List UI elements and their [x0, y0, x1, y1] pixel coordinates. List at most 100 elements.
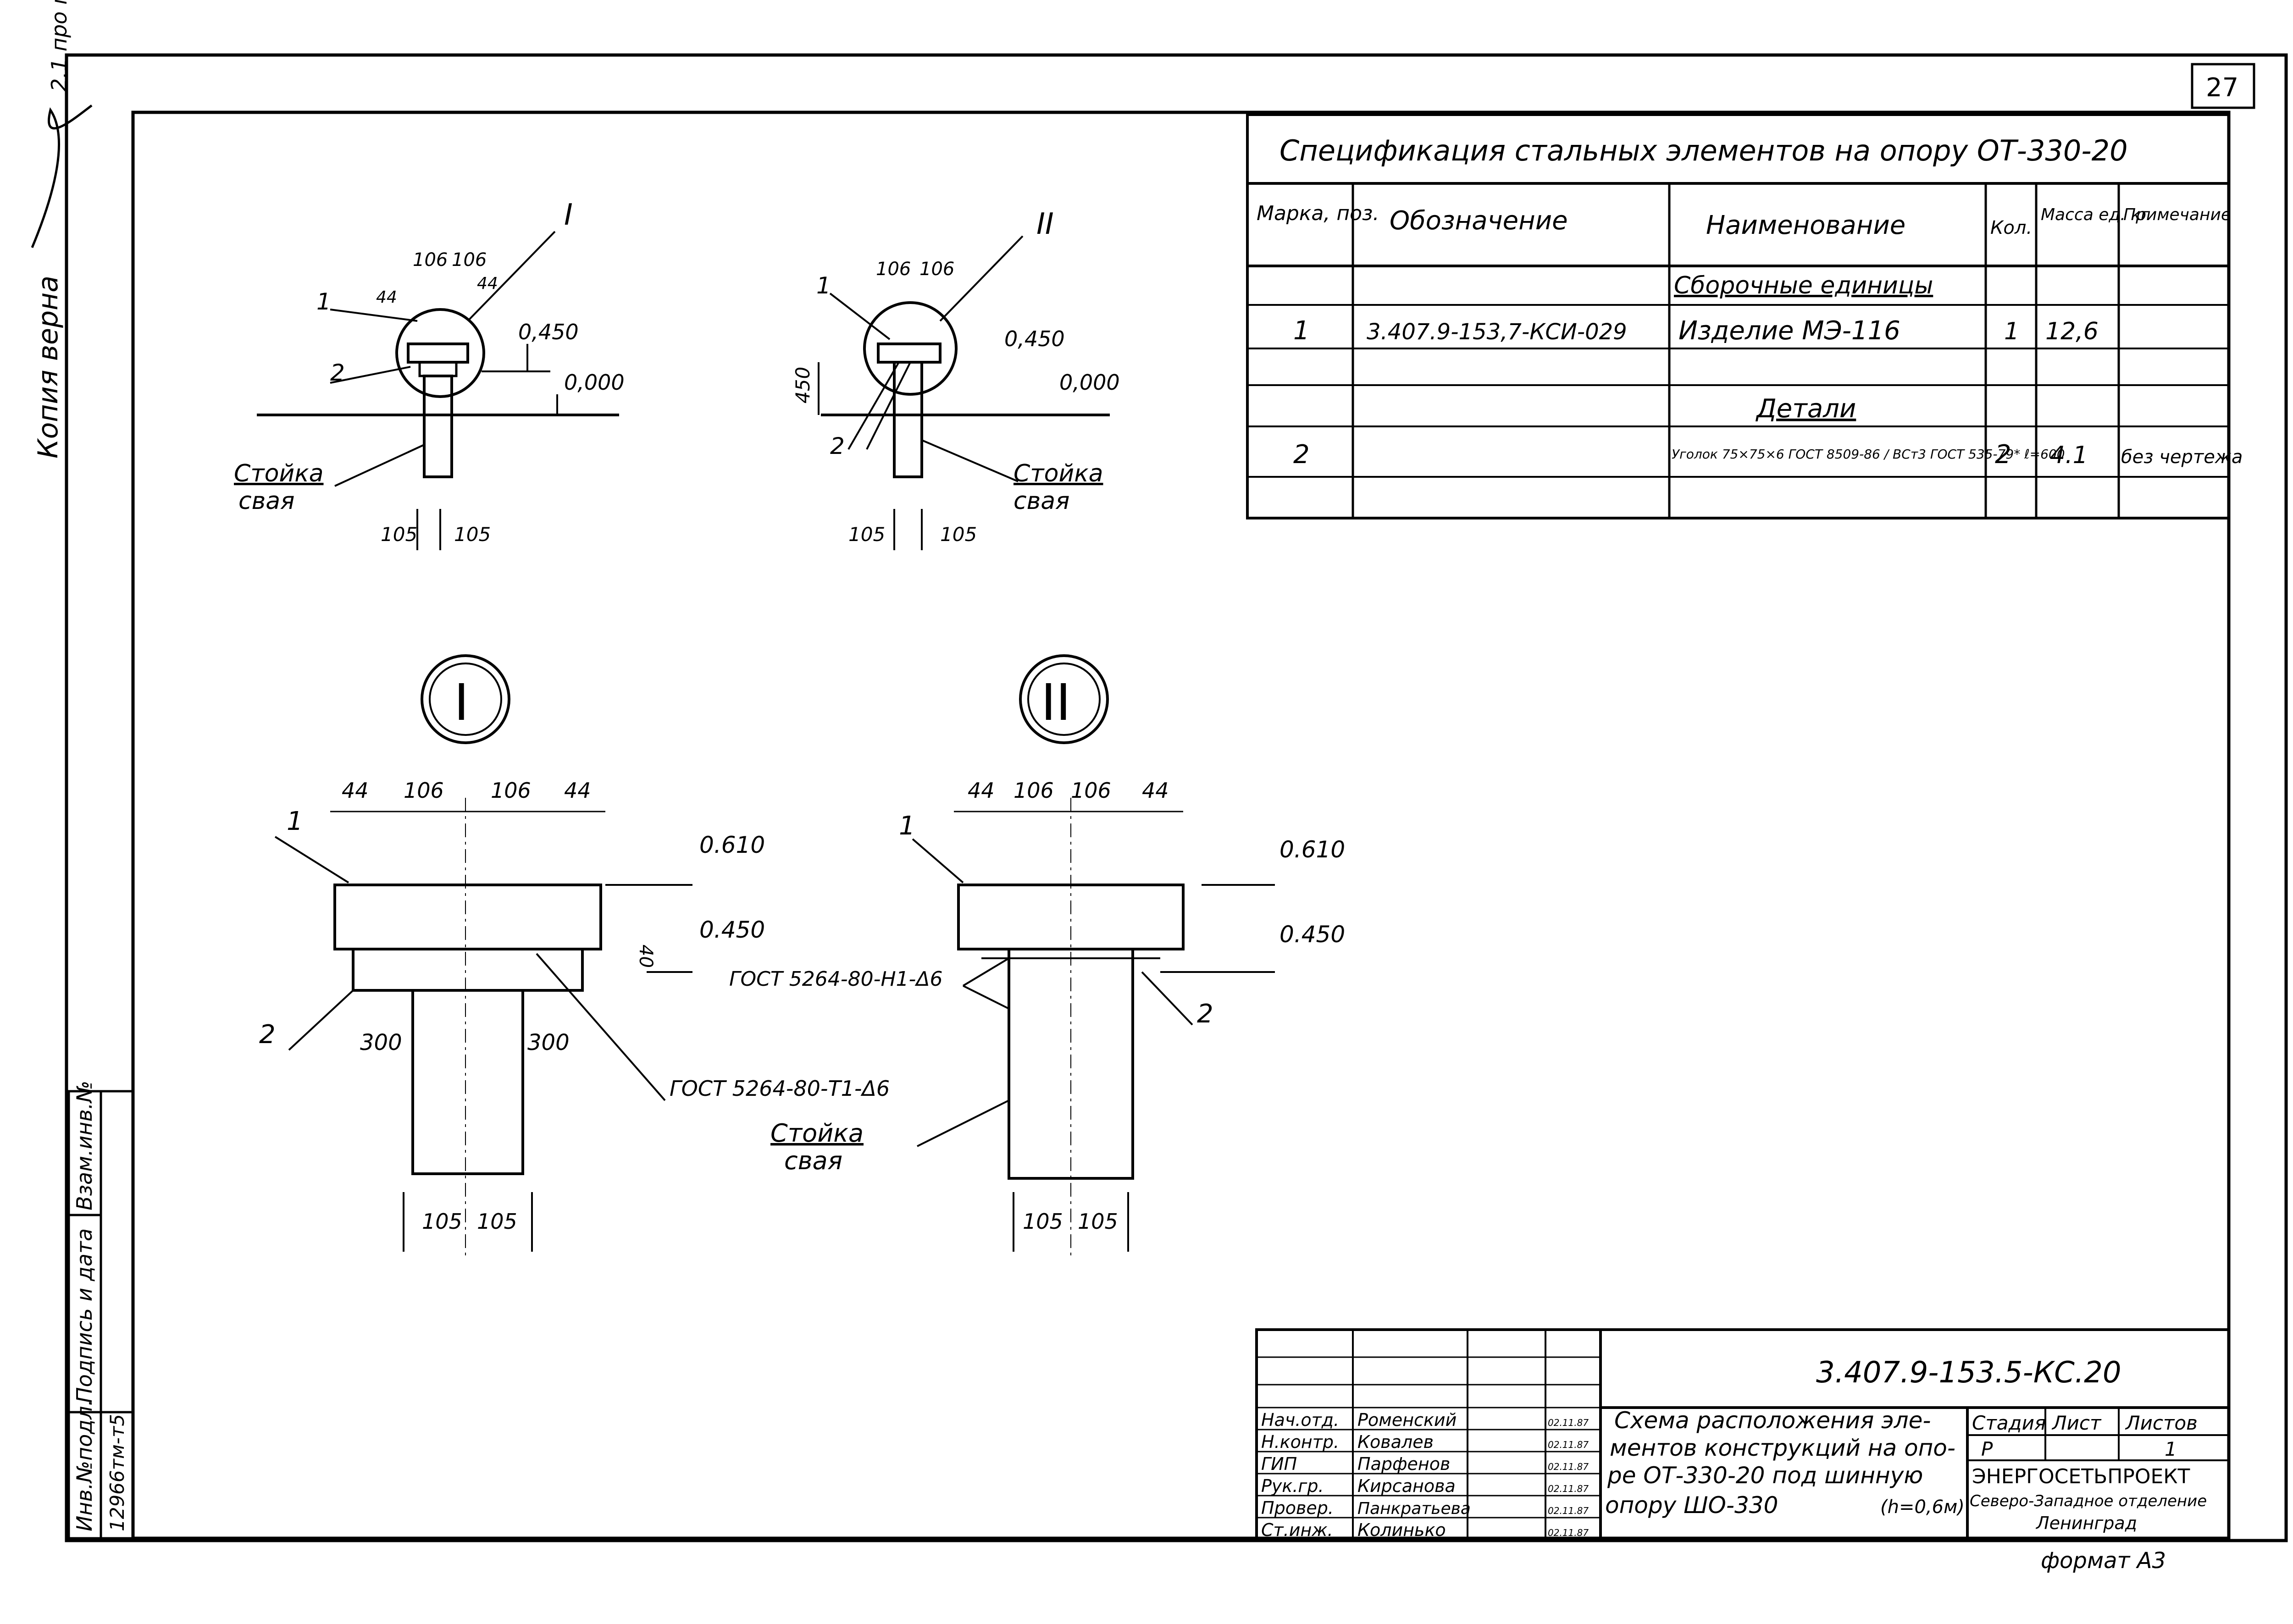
- title-desc-1: Схема расположения эле-: [1614, 1407, 1931, 1434]
- detail-I-level-1: 0.610: [699, 832, 765, 858]
- copy-note: Копия верна: [32, 276, 64, 458]
- title-desc-2: ментов конструкций на опо-: [1610, 1435, 1955, 1461]
- spec-row2-mass: 4.1: [2050, 442, 2088, 469]
- detail-II-dim-3: 106: [1071, 778, 1111, 803]
- signature-mark: [31, 105, 93, 248]
- title-code: 3.407.9-153.5-КС.20: [1816, 1356, 2121, 1390]
- spec-row1-name: Изделие МЭ-116: [1678, 316, 1900, 346]
- title-sheet-label: Лист: [2051, 1412, 2102, 1434]
- person-date-6: 02.11.87: [1548, 1527, 1589, 1538]
- detail-I-weld: ГОСТ 5264-80-Т1-Δ6: [670, 1076, 890, 1101]
- detail-II-marker: II: [1041, 673, 1071, 732]
- spec-row2-name: Уголок 75×75×6 ГОСТ 8509-86 / ВСт3 ГОСТ …: [1672, 447, 2065, 462]
- detail-II-label: Стойка: [770, 1119, 864, 1148]
- title-desc-4: опору ШО-330: [1605, 1492, 1778, 1519]
- detail-I-bottom-dim-2: 105: [477, 1209, 517, 1234]
- spec-row1-mass: 12,6: [2045, 318, 2099, 345]
- person-date-2: 02.11.87: [1548, 1439, 1589, 1450]
- spec-title: Спецификация стальных элементов на опору…: [1279, 134, 2128, 167]
- title-sheets: 1: [2165, 1438, 2177, 1460]
- small-right-callout-2: 2: [830, 433, 845, 459]
- small-right-bottom-dim-2: 105: [940, 523, 977, 546]
- small-right-side-dim: 450: [792, 367, 814, 403]
- small-right-callout-1: 1: [816, 272, 831, 299]
- detail-I-level-2: 0.450: [699, 917, 765, 943]
- title-block: 3.407.9-153.5-КС.20 Схема расположения э…: [1255, 1328, 2230, 1542]
- title-org-1: ЭНЕРГОСЕТЬПРОЕКТ: [1972, 1465, 2190, 1488]
- small-view-right: 450 0,450 0,000 II 106 106 1 2 Стойка св…: [792, 207, 1120, 550]
- person-role-2: Н.контр.: [1261, 1432, 1339, 1452]
- person-name-5: Панкратьева: [1357, 1499, 1471, 1518]
- detail-I-offset-1: 300: [360, 1030, 402, 1055]
- spec-header-name: Наименование: [1706, 210, 1905, 240]
- page-number: 27: [2206, 73, 2238, 103]
- small-right-dim-2: 106: [919, 259, 954, 280]
- spec-header-mass: Масса ед. кг: [2041, 205, 2150, 224]
- small-left-callout-1: 1: [316, 288, 331, 315]
- detail-I: I 44 106 106 44 0.610 0.450 40 1 2 300 3…: [259, 654, 890, 1256]
- spec-row1-mark: 1: [1293, 316, 1310, 346]
- detail-II-bottom-dim-2: 105: [1078, 1209, 1118, 1234]
- small-left-bottom-dim-1: 105: [381, 523, 417, 546]
- person-date-4: 02.11.87: [1548, 1483, 1589, 1494]
- small-left-label: Стойка: [234, 460, 323, 487]
- small-left-bottom-dim-2: 105: [454, 523, 491, 546]
- small-left-dim-1: 106: [413, 249, 448, 271]
- person-date-5: 02.11.87: [1548, 1505, 1589, 1516]
- detail-II-weld: ГОСТ 5264-80-Н1-Δ6: [729, 967, 943, 991]
- title-height-note: (h=0,6м): [1880, 1497, 1965, 1518]
- side-stamp: Инв.№подл. Подпись и дата Взам.инв.№ 129…: [67, 1081, 134, 1540]
- stamp-col1: Инв.№подл.: [72, 1399, 97, 1531]
- spec-header-qty: Кол.: [1990, 217, 2032, 238]
- small-right-level-ground: 0,000: [1059, 370, 1120, 395]
- title-org-2: Северо-Западное отделение: [1970, 1492, 2207, 1510]
- person-role-5: Провер.: [1261, 1498, 1334, 1518]
- title-sheets-label: Листов: [2125, 1412, 2198, 1434]
- title-org-3: Ленинград: [2035, 1513, 2137, 1533]
- detail-II-label2: свая: [784, 1146, 842, 1175]
- detail-II-callout-1: 1: [899, 811, 915, 841]
- spec-row1-qty: 1: [2004, 318, 2019, 345]
- detail-I-offset-2: 300: [527, 1030, 570, 1055]
- detail-I-marker: I: [454, 673, 469, 732]
- spec-table: Спецификация стальных элементов на опору…: [1246, 113, 2243, 519]
- detail-I-callout-2: 2: [259, 1020, 276, 1050]
- person-name-1: Роменский: [1357, 1410, 1457, 1430]
- detail-I-bottom-dim-1: 105: [422, 1209, 462, 1234]
- spec-row1-designation: 3.407.9-153,7-КСИ-029: [1367, 319, 1627, 345]
- small-left-dim-3: 44: [376, 288, 397, 307]
- detail-I-gap: 40: [635, 945, 656, 968]
- spec-header-designation: Обозначение: [1390, 206, 1568, 236]
- person-date-1: 02.11.87: [1548, 1417, 1589, 1428]
- small-left-dim-4: 44: [477, 274, 498, 293]
- spec-row2-mark: 2: [1293, 440, 1310, 470]
- detail-II-dim-4: 44: [1142, 778, 1169, 803]
- person-name-4: Кирсанова: [1357, 1476, 1456, 1496]
- person-name-2: Ковалев: [1357, 1432, 1434, 1452]
- small-left-marker: I: [564, 198, 573, 232]
- detail-II-level-1: 0.610: [1279, 836, 1345, 863]
- small-left-level-top: 0,450: [518, 320, 579, 344]
- small-view-left: 0,450 0,000 I 106 106 44 44 1 2 Стойка с…: [234, 198, 625, 550]
- small-right-dim-1: 106: [876, 259, 911, 280]
- detail-II-level-2: 0.450: [1279, 921, 1345, 948]
- title-stage-label: Стадия: [1972, 1412, 2046, 1434]
- person-name-3: Парфенов: [1357, 1454, 1450, 1474]
- detail-II: II 44 106 106 44 0.610 0.450 1 2 ГОСТ 52…: [729, 654, 1345, 1256]
- spec-row2-note: без чертежа: [2121, 447, 2243, 468]
- spec-header-note: Примечание: [2123, 205, 2231, 224]
- detail-II-callout-2: 2: [1197, 999, 1213, 1029]
- detail-II-dim-2: 106: [1014, 778, 1054, 803]
- detail-II-dim-1: 44: [968, 778, 995, 803]
- person-role-1: Нач.отд.: [1261, 1410, 1339, 1430]
- small-left-label2: свая: [238, 487, 294, 515]
- detail-I-dim-1: 44: [342, 778, 369, 803]
- small-right-bottom-dim-1: 105: [848, 523, 885, 546]
- detail-I-dim-4: 44: [564, 778, 591, 803]
- stamp-col3: Взам.инв.№: [72, 1081, 97, 1210]
- spec-header-mark: Марка, поз.: [1257, 202, 1379, 225]
- person-date-3: 02.11.87: [1548, 1461, 1589, 1472]
- detail-II-bottom-dim-1: 105: [1023, 1209, 1063, 1234]
- small-right-marker: II: [1036, 207, 1054, 241]
